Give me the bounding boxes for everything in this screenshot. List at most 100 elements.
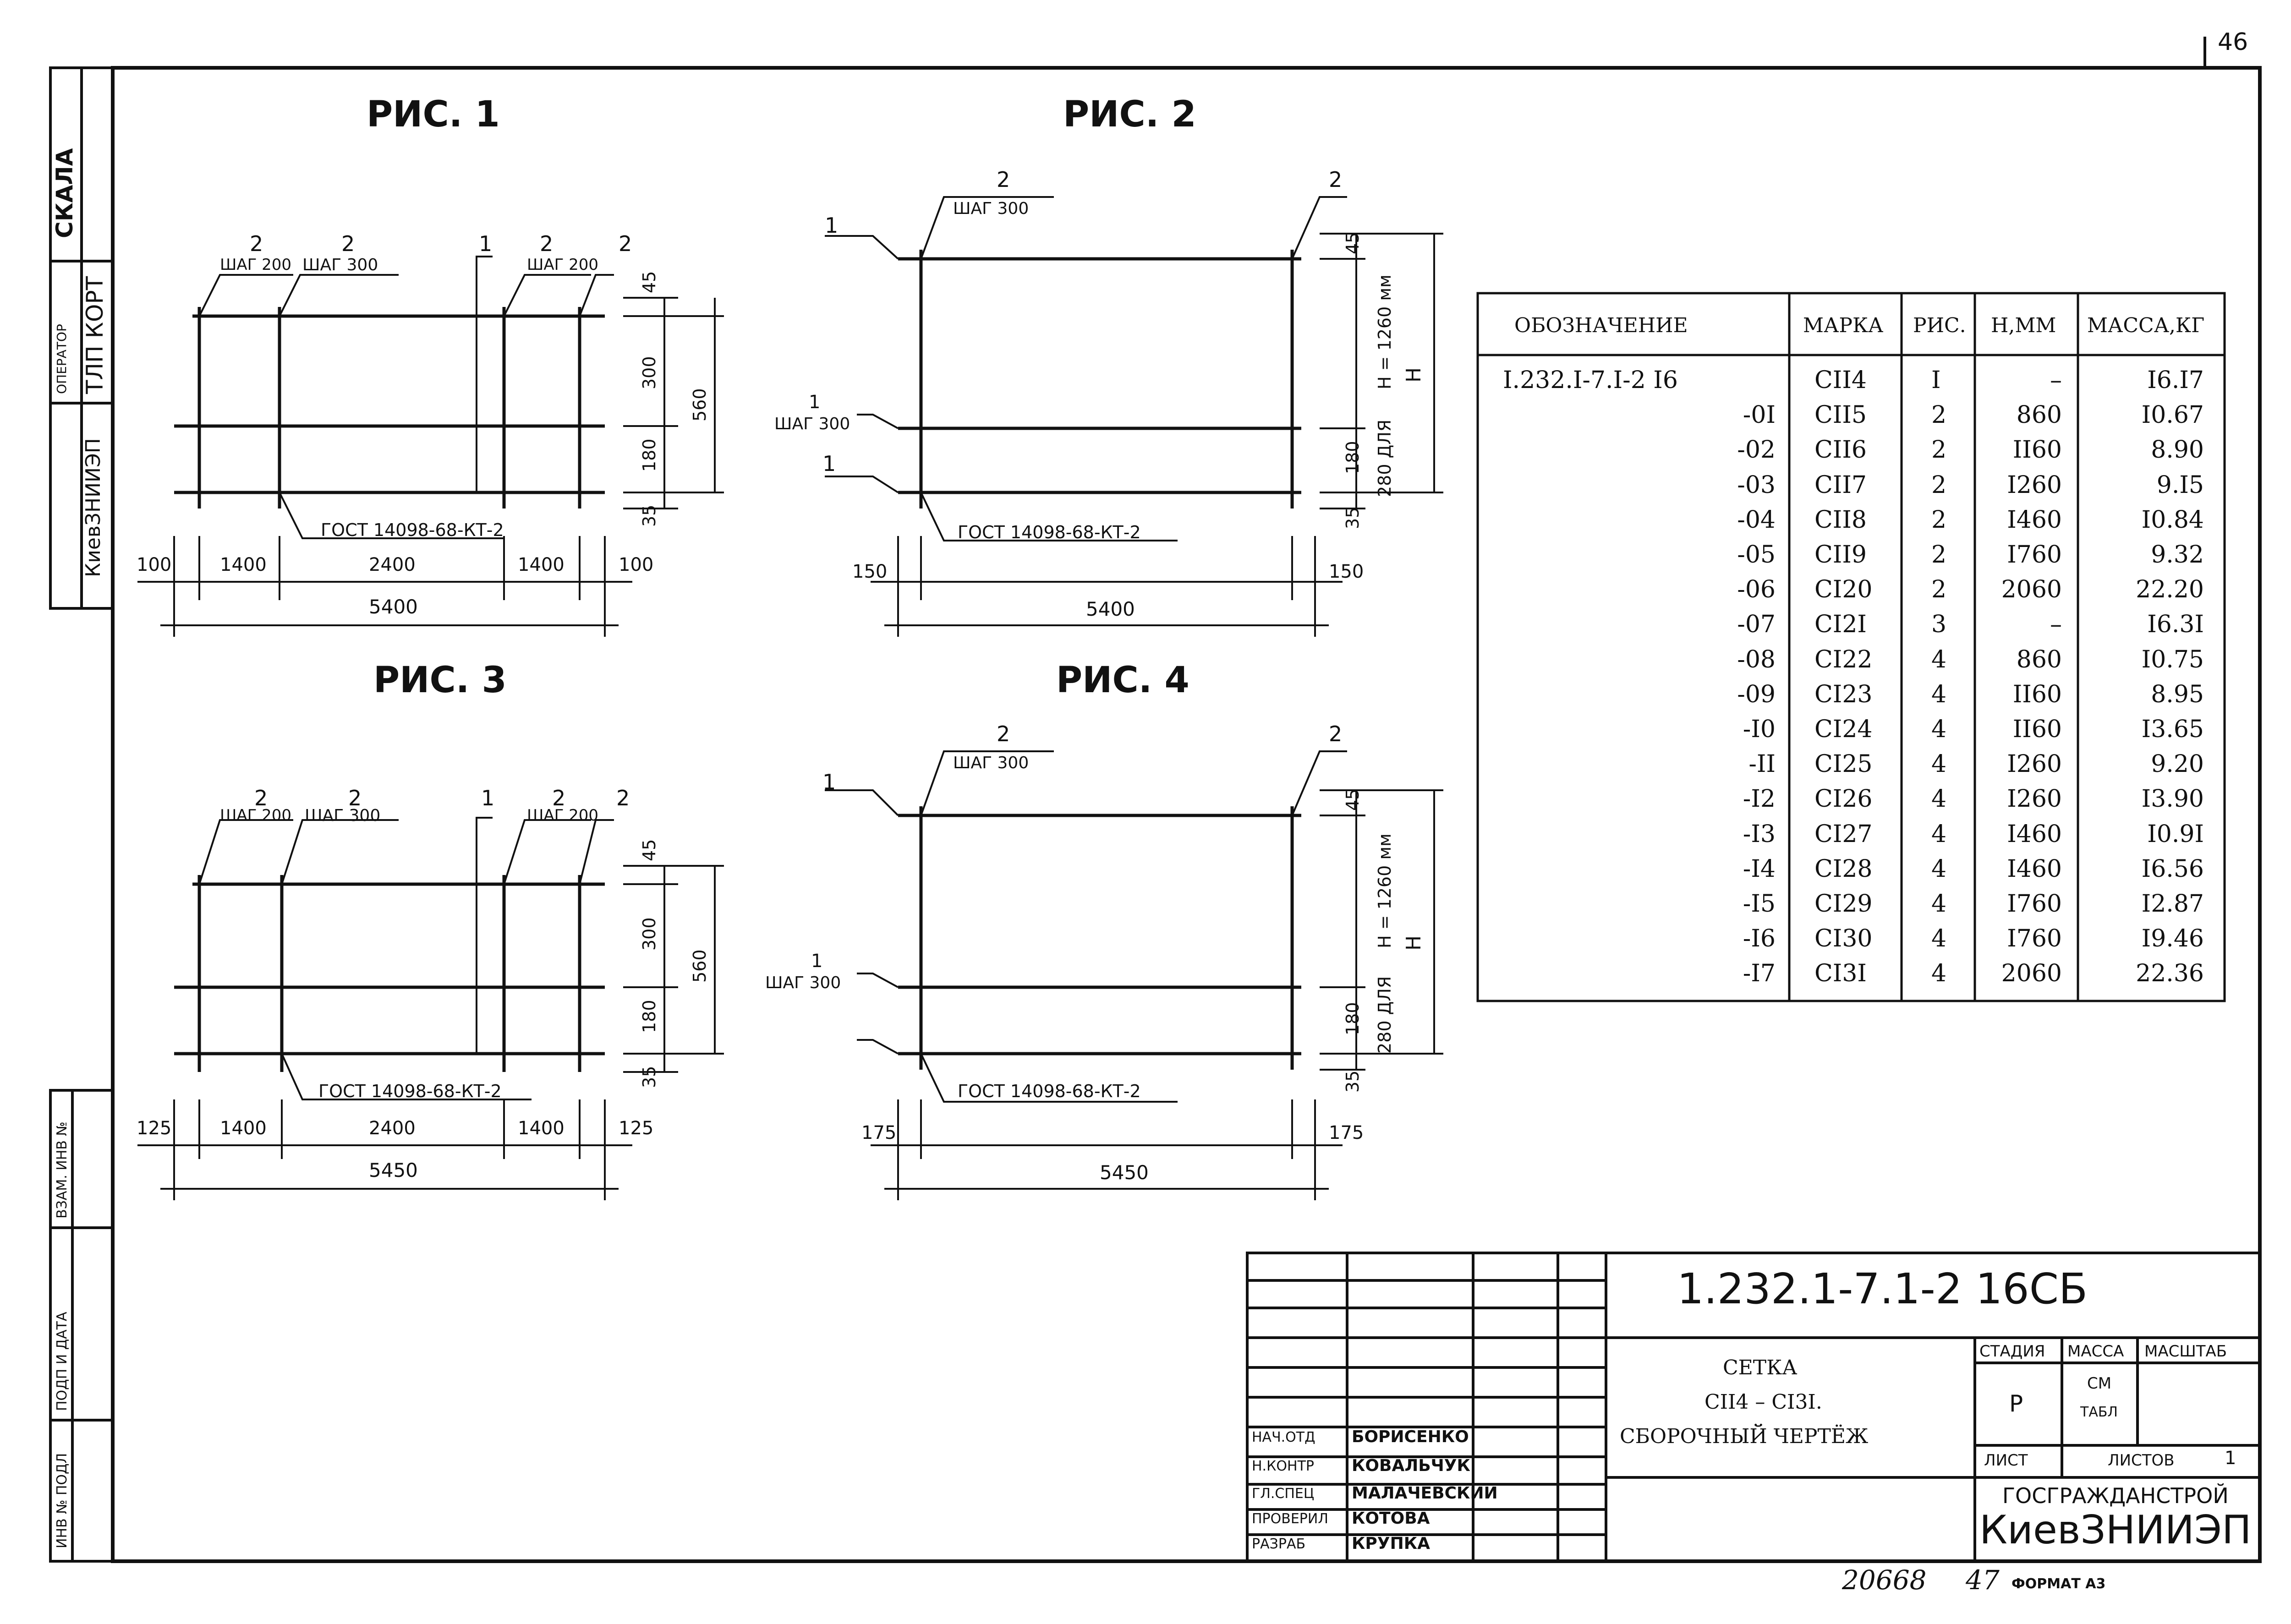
fig3-label-d: 2 [552, 786, 566, 810]
spec-cell: 4 [1931, 855, 1947, 883]
fig4-dim-45: 45 [1343, 788, 1363, 811]
spec-cell: -08 [1737, 645, 1776, 673]
fig3-dim-b0: 125 [137, 1118, 172, 1139]
spec-header-mark: МАРКА [1803, 314, 1884, 337]
spec-cell: СI3I [1814, 960, 1867, 988]
spec-cell: СI30 [1814, 925, 1873, 953]
fig4-label-top-a: 2 [997, 722, 1010, 746]
spec-cell: I760 [2007, 925, 2062, 953]
spec-cell: СI29 [1814, 890, 1873, 918]
spec-cell: -I4 [1743, 855, 1776, 883]
fig2-dim-180: 180 [1343, 441, 1363, 474]
fig2-label-l2: 1 [809, 392, 821, 413]
spec-cell: СI20 [1814, 576, 1873, 604]
mass-header: МАССА [2067, 1342, 2124, 1361]
side-podp-data: ПОДП И ДАТА [54, 1312, 70, 1411]
spec-cell: -05 [1737, 541, 1776, 569]
spec-cell: -I0 [1743, 716, 1776, 743]
spec-cell: СI2I [1814, 611, 1867, 639]
fig2-h-letter: Н [1402, 367, 1425, 383]
fig4-h-letter: Н [1402, 935, 1425, 951]
fig1-label-d-sub: ШАГ 200 [527, 256, 599, 274]
fig3-dim-b3: 1400 [518, 1118, 565, 1139]
fig3-dim-560: 560 [690, 949, 710, 983]
fig1-label-b-sub: ШАГ 300 [302, 256, 378, 274]
fig3-label-c: 1 [481, 786, 495, 810]
fig2-label-l1: 1 [825, 213, 839, 238]
spec-cell: СI26 [1814, 785, 1873, 813]
fig1-mesh [174, 307, 605, 509]
spec-cell: II60 [2012, 436, 2062, 464]
side-vzam-inv: ВЗАМ. ИНВ № [54, 1121, 70, 1219]
fig4-dim-total: 5450 [1100, 1161, 1149, 1184]
side-skala: СКАЛА [51, 148, 78, 238]
spec-cell: -0I [1743, 401, 1776, 429]
spec-cell: I760 [2007, 890, 2062, 918]
spec-cell: I3.90 [2141, 785, 2204, 813]
drawing-name-1: СЕТКА [1723, 1356, 1798, 1379]
fig3-dim-b4: 125 [619, 1118, 654, 1139]
fig2-gost: ГОСТ 14098-68-КТ-2 [958, 522, 1141, 542]
spec-cell: 2 [1931, 401, 1947, 429]
fig3-label-a: 2 [254, 786, 268, 810]
spec-cell: 2 [1931, 436, 1947, 464]
spec-cell: I260 [2007, 471, 2062, 499]
spec-cell: СII4 [1814, 366, 1867, 394]
spec-cell: 4 [1931, 820, 1947, 848]
spec-cell: 4 [1931, 960, 1947, 988]
fig3-dim-total: 5450 [369, 1159, 418, 1181]
fig3-gost: ГОСТ 14098-68-КТ-2 [318, 1081, 502, 1101]
fig4-dim-b1: 175 [1329, 1122, 1364, 1143]
fig3-title: РИС. 3 [373, 660, 507, 701]
fig2-label-top-a: 2 [997, 167, 1010, 192]
fig3-dim-35: 35 [639, 1066, 659, 1088]
page-number: 46 [2218, 28, 2248, 56]
fig3-dim-300: 300 [639, 917, 659, 951]
signature-role: НАЧ.ОТД [1252, 1429, 1315, 1445]
fig3-dim-45: 45 [639, 839, 659, 861]
fig2-mesh [898, 250, 1301, 509]
fig4-h-note: Н = 1260 мм [1375, 833, 1395, 948]
fig2-h-note: Н = 1260 мм [1375, 274, 1395, 389]
fig4-gost: ГОСТ 14098-68-КТ-2 [958, 1081, 1141, 1101]
sheet-label: ЛИСТ [1984, 1451, 2028, 1470]
spec-cell: 2 [1931, 506, 1947, 534]
spec-cell: II60 [2012, 716, 2062, 743]
spec-header-fig: РИС. [1913, 314, 1966, 337]
signature-name: КОТОВА [1352, 1509, 1430, 1528]
fig1-label-e: 2 [619, 231, 632, 256]
spec-cell: СI23 [1814, 680, 1873, 708]
spec-cell: 4 [1931, 680, 1947, 708]
spec-cell: -I6 [1743, 925, 1776, 953]
spec-header-mass: МАССА,КГ [2087, 314, 2205, 337]
spec-cell: 9.I5 [2156, 471, 2204, 499]
spec-cell: – [2050, 611, 2062, 639]
fig3-label-e: 2 [616, 786, 630, 810]
scale-header: МАСШТАБ [2144, 1342, 2227, 1361]
spec-cell: 4 [1931, 716, 1947, 743]
fig2-title: РИС. 2 [1063, 94, 1196, 135]
fig2-label-l3: 1 [822, 451, 836, 476]
spec-cell: -II [1748, 750, 1776, 778]
fig4-dim-b0: 175 [861, 1122, 897, 1143]
fig3-mesh [174, 875, 605, 1072]
spec-cell: I.232.I-7.I-2 I6 [1503, 366, 1678, 394]
fig4-label-l2: 1 [811, 951, 823, 972]
fig1-label-a: 2 [250, 231, 263, 256]
spec-cell: -09 [1737, 680, 1776, 708]
spec-cell: 4 [1931, 890, 1947, 918]
fig4-label-l2-sub: ШАГ 300 [765, 973, 841, 992]
spec-cell: I2.87 [2141, 890, 2204, 918]
spec-cell: I0.84 [2141, 506, 2204, 534]
fig2-dim-35: 35 [1343, 507, 1363, 529]
spec-cell: 9.20 [2151, 750, 2204, 778]
fig4-mesh [898, 806, 1301, 1070]
fig1-dim-b3: 1400 [518, 554, 565, 575]
fig3-dim-b1: 1400 [220, 1118, 267, 1139]
spec-cell: СII8 [1814, 506, 1867, 534]
spec-cell: I260 [2007, 750, 2062, 778]
spec-cell: 4 [1931, 750, 1947, 778]
fig1-dim-560: 560 [690, 388, 710, 421]
fig4-label-l1: 1 [822, 770, 836, 794]
fig3-label-b: 2 [348, 786, 362, 810]
